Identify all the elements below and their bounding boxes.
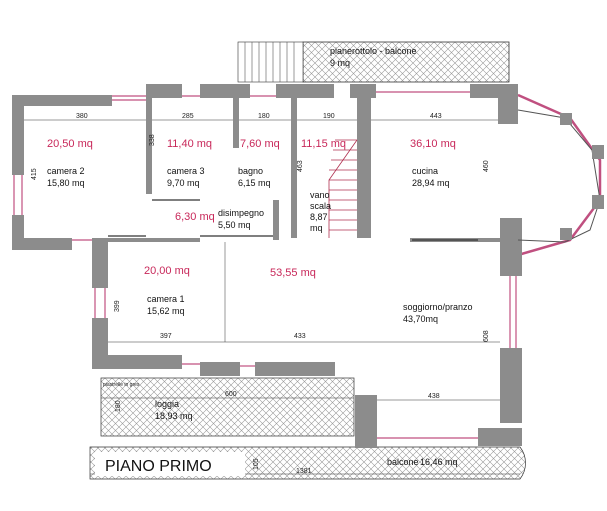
loggia-size: 18,93 mq [155, 411, 193, 421]
loggia-area [100, 377, 355, 437]
camera3-size: 9,70 mq [167, 178, 200, 188]
cucina-name: cucina [412, 166, 438, 176]
vano-scala-size: 8,87 [310, 212, 328, 222]
dim-397: 397 [160, 333, 172, 340]
dim-105: 105 [253, 458, 260, 470]
plan-title: PIANO PRIMO [105, 458, 212, 475]
soggiorno-size: 43,70mq [403, 314, 438, 324]
dim-438: 438 [428, 393, 440, 400]
dim-338: 338 [149, 134, 156, 146]
vano-scala-name-1: vano [310, 190, 330, 200]
pianerottolo-balcone [237, 41, 510, 83]
dim-433: 433 [294, 333, 306, 340]
dim-180: 180 [258, 113, 270, 120]
dim-180-loggia: 180 [115, 400, 122, 412]
disimpegno-size: 5,50 mq [218, 220, 251, 230]
disimpegno-area: 6,30 mq [175, 211, 215, 223]
walls [12, 84, 522, 448]
dim-608: 608 [483, 330, 490, 342]
doors [108, 199, 478, 241]
cucina-area: 36,10 mq [410, 138, 456, 150]
dim-443: 443 [430, 113, 442, 120]
dim-460: 460 [483, 160, 490, 172]
bagno-area: 7,60 mq [240, 138, 280, 150]
dim-190: 190 [323, 113, 335, 120]
stairs [328, 139, 358, 238]
dim-415: 415 [31, 168, 38, 180]
bagno-name: bagno [238, 166, 263, 176]
dim-1381: 1381 [296, 468, 312, 475]
piastrelle-note: piastrelle in gres [103, 382, 140, 388]
dim-380: 380 [76, 113, 88, 120]
bay-window [517, 109, 604, 243]
balcone-name: balcone [387, 457, 419, 467]
windows [13, 91, 517, 439]
soggiorno-name: soggiorno/pranzo [403, 302, 473, 312]
camera1-area: 20,00 mq [144, 265, 190, 277]
camera1-size: 15,62 mq [147, 306, 185, 316]
pianerottolo-name: pianerottolo - balcone [330, 46, 417, 56]
dim-285: 285 [182, 113, 194, 120]
camera2-name: camera 2 [47, 166, 85, 176]
loggia-name: loggia [155, 399, 179, 409]
camera3-name: camera 3 [167, 166, 205, 176]
cucina-size: 28,94 mq [412, 178, 450, 188]
camera1-name: camera 1 [147, 294, 185, 304]
vano-scala-size-unit: mq [310, 223, 323, 233]
camera2-size: 15,80 mq [47, 178, 85, 188]
vano-scala-name-2: scala [310, 201, 331, 211]
dim-600: 600 [225, 391, 237, 398]
pianerottolo-size: 9 mq [330, 58, 350, 68]
balcone-size: 16,46 mq [420, 457, 458, 467]
camera3-area: 11,40 mq [167, 138, 212, 150]
soggiorno-area: 53,55 mq [270, 267, 316, 279]
vano-scala-area: 11,15 mq [301, 138, 346, 150]
bagno-size: 6,15 mq [238, 178, 271, 188]
disimpegno-name: disimpegno [218, 208, 264, 218]
dim-399: 399 [114, 300, 121, 312]
dim-463: 463 [297, 160, 304, 172]
camera2-area: 20,50 mq [47, 138, 93, 150]
